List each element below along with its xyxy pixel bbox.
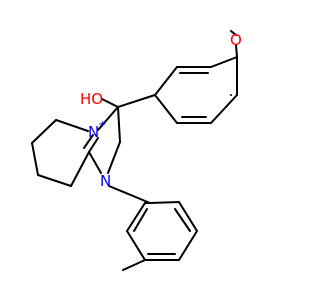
bond-c3-ch2 — [117, 106, 121, 143]
tolyl-inner-bond-3 — [133, 208, 148, 232]
hydroxyl-label: HO — [80, 90, 103, 108]
amine-nitrogen-label: N — [100, 172, 111, 190]
methoxy-oxygen-label: O — [230, 31, 242, 49]
bond-c8-c8a — [70, 151, 90, 187]
bond-n1-c8a — [88, 151, 102, 174]
bond-aryl-c3 — [117, 94, 156, 108]
bond-n1-tolyl — [108, 185, 151, 204]
bond-c3-oh — [101, 98, 119, 108]
bond-c3-nplus — [97, 106, 119, 131]
bond-methyl-o — [230, 30, 237, 36]
methoxyphenyl-ring — [153, 55, 238, 124]
bond-ch2-n1 — [107, 141, 121, 174]
bond-c8a-nplus-double-2 — [83, 134, 94, 149]
structure-drawing: O HO N + N — [31, 30, 242, 271]
bond-nplus-c5 — [55, 119, 89, 132]
bond-c6-c7 — [31, 142, 39, 176]
bond-c5-c6 — [31, 119, 57, 144]
tolyl-inner-bond-1 — [174, 208, 191, 232]
bond-tolyl-methyl — [122, 259, 146, 271]
bond-c8a-nplus-double-1 — [88, 137, 99, 153]
bond-c7-c8 — [37, 174, 72, 187]
molecule-diagram: O HO N + N — [31, 30, 242, 271]
cation-nitrogen-label: N — [88, 123, 99, 141]
cation-charge-label: + — [98, 119, 106, 130]
bond-o-ring — [235, 44, 238, 58]
tolyl-ring — [125, 200, 199, 261]
